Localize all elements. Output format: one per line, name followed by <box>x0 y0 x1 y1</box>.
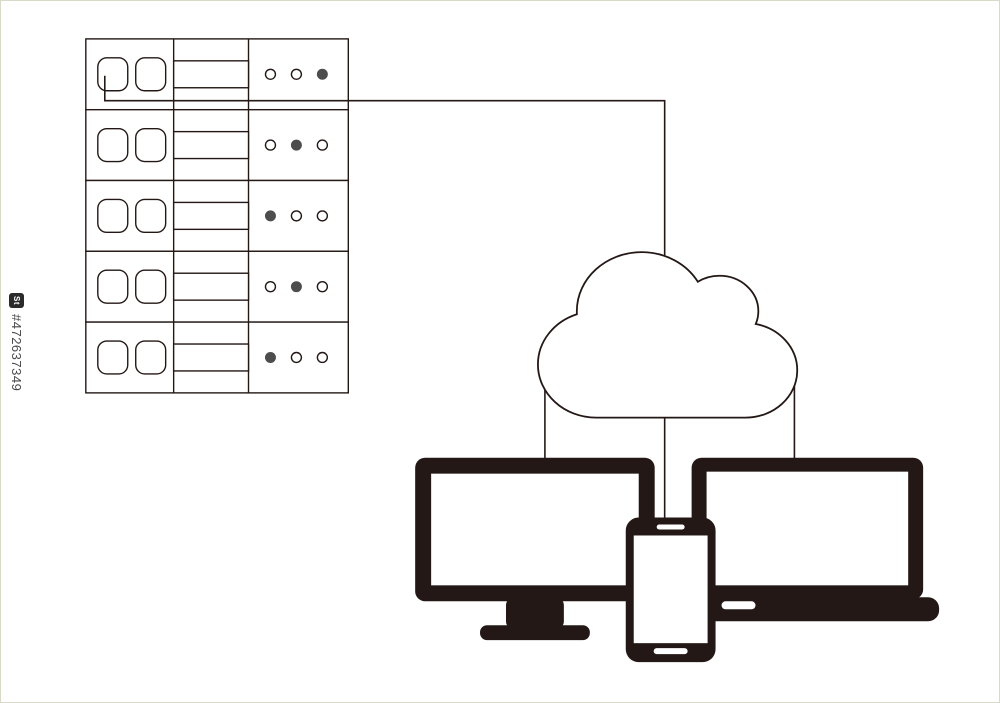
phone-screen <box>633 535 708 644</box>
server-row <box>85 250 350 323</box>
led-indicator <box>264 139 277 151</box>
vent-slot <box>172 60 250 89</box>
led-indicator <box>264 351 276 363</box>
drive-bay <box>135 57 167 92</box>
vent-slot <box>172 130 250 160</box>
laptop-base <box>677 597 940 622</box>
smartphone-icon <box>625 517 716 663</box>
server-row <box>85 321 350 394</box>
phone-speaker <box>656 524 685 530</box>
watermark-asset-id: #472637349 <box>9 314 25 392</box>
led-indicator <box>264 210 276 222</box>
led-indicator <box>264 68 277 80</box>
laptop-screen <box>706 471 909 586</box>
led-indicator <box>290 68 303 80</box>
monitor-screen <box>431 473 639 586</box>
led-indicator <box>290 281 302 293</box>
rack-to-cloud-line <box>103 75 666 301</box>
led-indicator <box>290 210 303 222</box>
led-indicator <box>264 281 277 293</box>
led-indicator <box>316 139 329 151</box>
led-indicator <box>290 139 302 151</box>
server-row <box>85 38 350 111</box>
led-indicator <box>316 281 329 293</box>
led-indicator <box>316 210 329 222</box>
server-row <box>85 108 350 182</box>
drive-bay <box>135 127 167 163</box>
laptop-base-notch <box>721 601 756 610</box>
led-indicator <box>316 68 328 80</box>
phone-home-bar <box>653 648 688 655</box>
monitor-stand-neck <box>505 597 564 630</box>
drive-bay <box>97 198 129 234</box>
drive-bay <box>135 340 167 375</box>
drive-bay <box>135 198 167 234</box>
vent-slot <box>172 201 250 231</box>
vent-slot <box>172 272 250 301</box>
laptop-icon <box>677 457 940 622</box>
monitor-stand-base <box>480 625 590 641</box>
server-rack <box>85 38 350 394</box>
cloud-icon <box>538 252 797 418</box>
led-indicator <box>316 351 329 364</box>
drive-bay <box>97 127 129 163</box>
adobe-stock-watermark: St #472637349 <box>7 293 27 433</box>
drive-bay <box>135 269 167 304</box>
drive-bay <box>97 340 129 375</box>
vent-slot <box>172 343 250 372</box>
drive-bay <box>97 269 129 304</box>
drive-bay <box>97 57 129 92</box>
desktop-monitor-icon <box>415 457 655 641</box>
led-indicator <box>290 351 303 364</box>
server-row <box>85 179 350 252</box>
adobe-stock-logo: St <box>9 293 25 308</box>
